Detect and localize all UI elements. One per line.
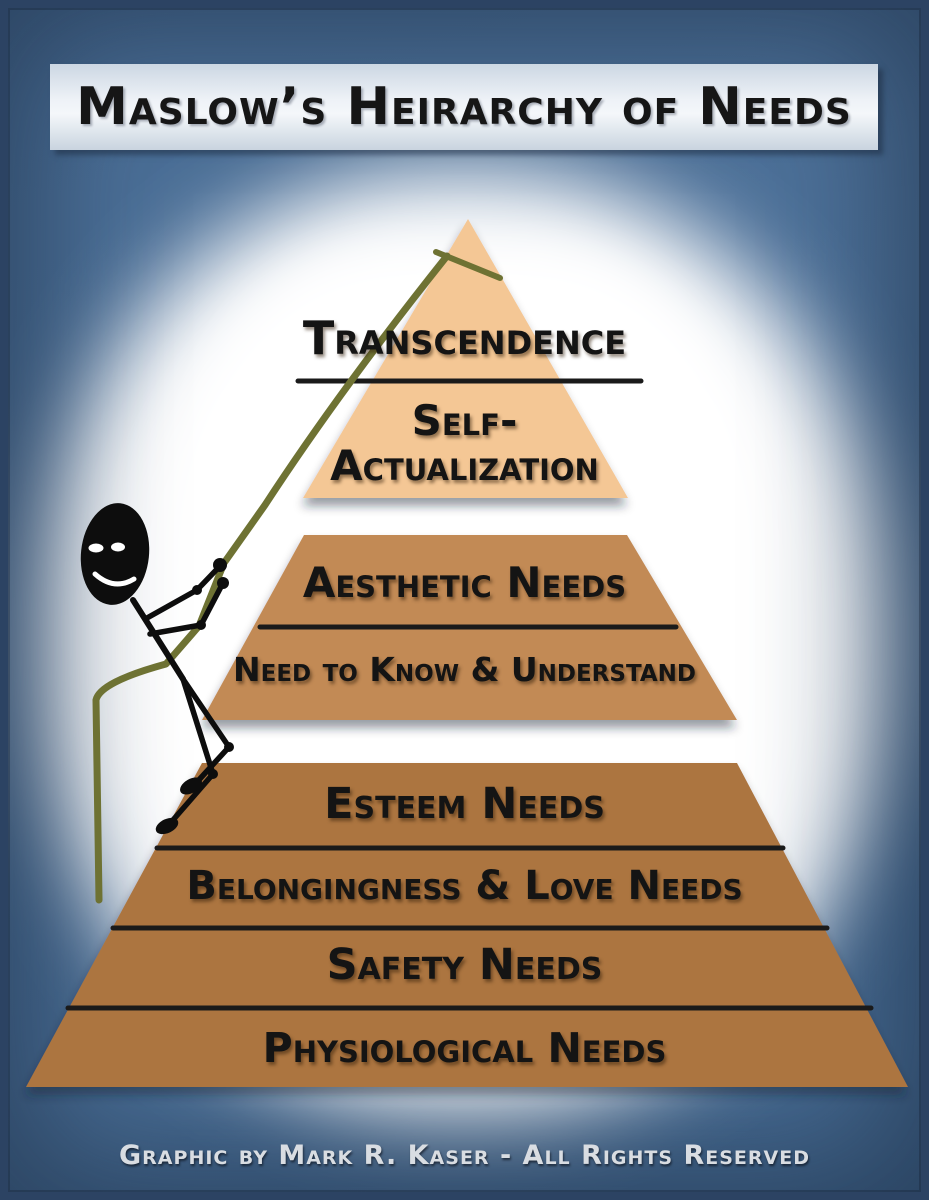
tier-label-esteem-needs: Esteem Needs bbox=[324, 779, 605, 829]
tier-label-belongingness-love: Belongingness & Love Needs bbox=[186, 863, 743, 909]
climber-foot-lower bbox=[155, 817, 179, 835]
tier-label-know-understand: Need to Know & Understand bbox=[232, 650, 697, 689]
climber-knee-joint bbox=[224, 742, 234, 752]
climber-torso bbox=[130, 597, 186, 682]
climber-elbow-joint bbox=[192, 585, 202, 595]
tier-label-safety-needs: Safety Needs bbox=[326, 940, 603, 990]
tier-label-self-line1: Self- bbox=[411, 396, 518, 445]
tier-label-physiological-needs: Physiological Needs bbox=[262, 1024, 667, 1072]
tier-label-aesthetic-needs: Aesthetic Needs bbox=[302, 558, 627, 607]
climber-hand-lower bbox=[217, 577, 229, 589]
climber-foot-upper bbox=[180, 777, 202, 795]
footer-credit: Graphic by Mark R. Kaser - All Rights Re… bbox=[119, 1140, 810, 1171]
climber-eye-right bbox=[111, 542, 125, 552]
stick-figure-climber-icon bbox=[80, 503, 234, 835]
climber-hand-upper bbox=[213, 558, 227, 572]
climbing-rope-icon bbox=[92, 252, 451, 904]
title-plaque: Maslow’s Heirarchy of Needs bbox=[50, 64, 878, 150]
page-title: Maslow’s Heirarchy of Needs bbox=[76, 77, 852, 137]
climber-knee-joint2 bbox=[208, 769, 218, 779]
tier-shape-top-triangle bbox=[303, 219, 628, 498]
tier-label-self-actualization: Self- Actualization bbox=[0, 398, 929, 489]
climber-elbow-joint2 bbox=[196, 620, 206, 630]
tier-label-transcendence: Transcendence bbox=[302, 311, 627, 365]
climber-smile bbox=[92, 571, 137, 587]
climber-eye-left bbox=[88, 543, 104, 553]
tier-label-self-line2: Actualization bbox=[330, 441, 599, 491]
rope-over-peak bbox=[433, 249, 503, 281]
